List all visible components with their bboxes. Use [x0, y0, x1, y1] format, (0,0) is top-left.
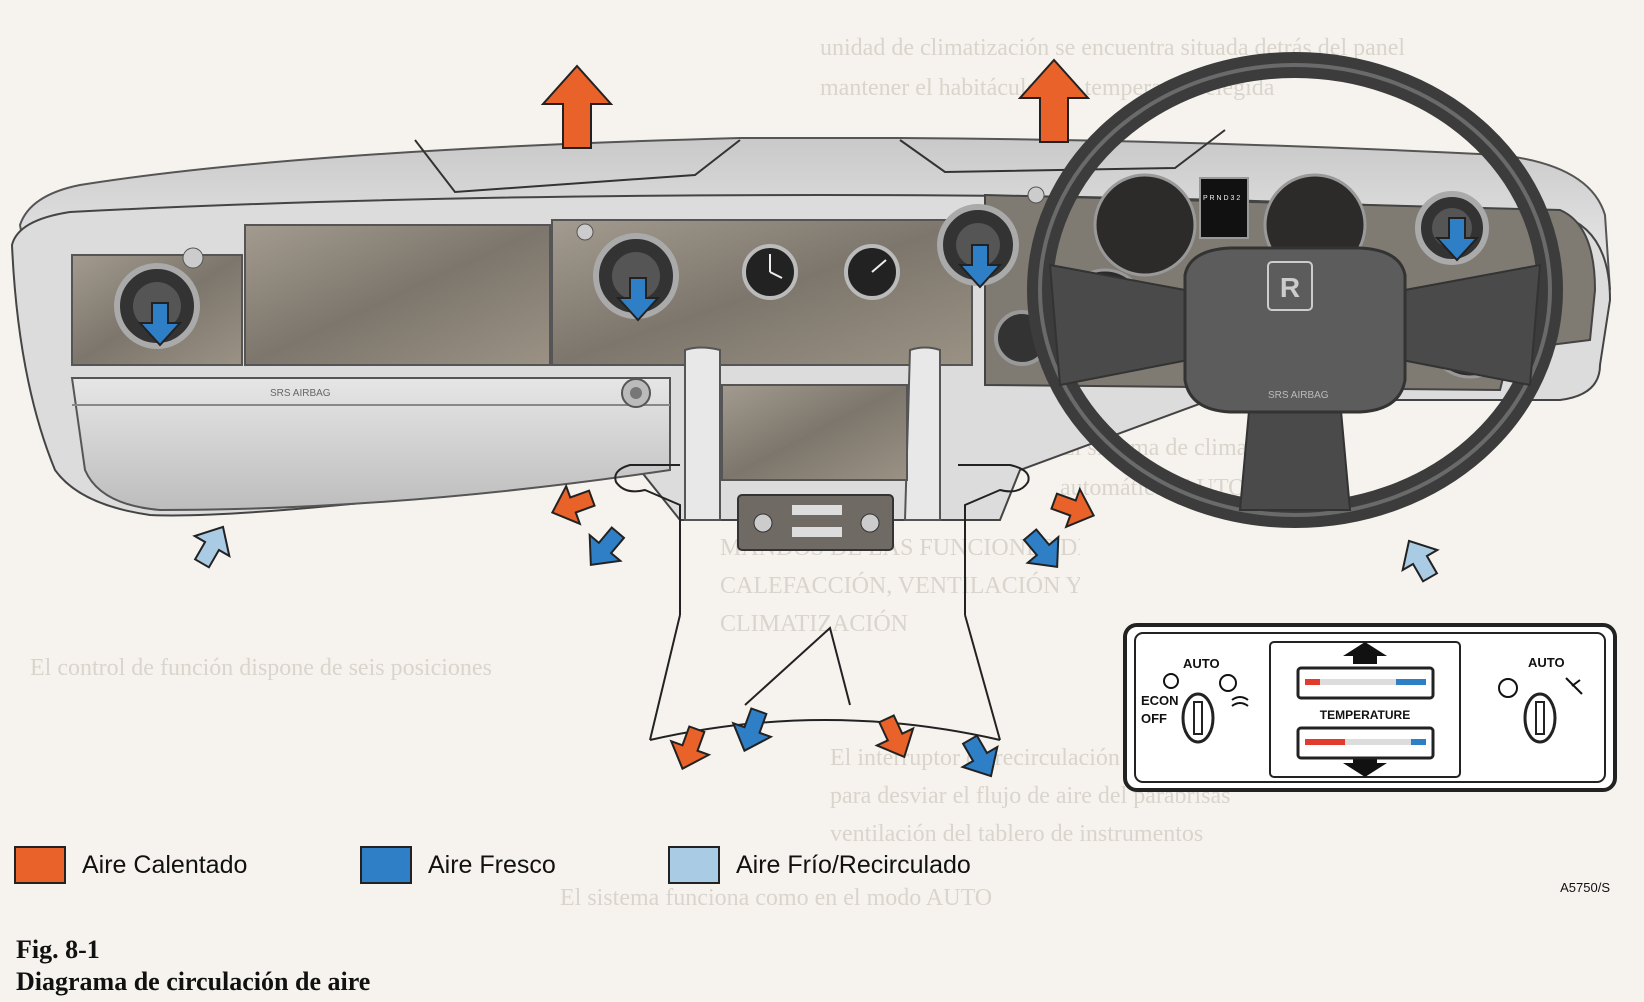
temp-down-arrow — [1343, 755, 1387, 777]
airbag-label-right: SRS AIRBAG — [1268, 390, 1329, 401]
legend-label-heated: Aire Calentado — [82, 850, 248, 879]
defrost-vent-left — [414, 139, 741, 194]
cold-arrow-intake-right — [1401, 539, 1440, 583]
heated-arrow-defrost-left — [540, 64, 614, 149]
clock-gauge — [742, 244, 798, 300]
heated-arrow-floor-left — [669, 725, 712, 771]
cold-arrow-intake-left — [192, 525, 231, 569]
background-text: El control de función dispone de seis po… — [30, 655, 492, 681]
glovebox-lock-inner — [630, 387, 642, 399]
fresh-air-arrows — [137, 217, 1480, 778]
floor-air-outline — [649, 614, 1001, 741]
cold-air-arrows — [192, 525, 1440, 583]
figure-title: Diagrama de circulación de aire — [16, 967, 371, 996]
fan-icon-high — [1219, 674, 1237, 692]
dash-button-right — [1027, 186, 1045, 204]
console-temp-display-2 — [792, 527, 842, 537]
background-text: CALEFACCIÓN, VENTILACIÓN Y — [720, 573, 1080, 599]
fresh-arrow-floor-right — [960, 734, 999, 778]
background-text: El sistema funciona como en el modo AUTO — [560, 885, 993, 911]
climate-control-panel — [1123, 623, 1617, 792]
heated-arrow-floor-right — [874, 714, 915, 759]
defrost-vent-right — [899, 129, 1226, 174]
legend-cold: Aire Frío/Recirculado — [668, 846, 971, 884]
svg-text:R: R — [1280, 272, 1300, 303]
heated-arrow-defrost-right — [1017, 58, 1091, 143]
steering-wheel — [1027, 52, 1563, 528]
heated-arrow-footwell-right — [1050, 486, 1096, 529]
legend-swatch-fresh — [360, 846, 412, 884]
heated-arrow-footwell-left — [550, 483, 596, 526]
defrost-icon — [1231, 696, 1249, 707]
panel-auto-right: AUTO — [1528, 655, 1565, 670]
console-wood-insert — [721, 384, 908, 481]
recirculate-icon — [1498, 678, 1518, 698]
temp-up-arrow — [1343, 642, 1387, 664]
panel-off: OFF — [1141, 711, 1167, 726]
fresh-arrow-floor-left — [731, 707, 774, 753]
panel-auto-left: AUTO — [1183, 656, 1220, 671]
fan-icon-low — [1163, 673, 1179, 689]
rr-logo: R — [1267, 261, 1313, 311]
legend-swatch-cold — [668, 846, 720, 884]
dash-button-center — [576, 223, 594, 241]
figure-caption: Fig. 8-1 Diagrama de circulación de aire — [16, 934, 370, 998]
figure-number: Fig. 8-1 — [16, 935, 100, 964]
legend: Aire Calentado Aire Fresco Aire Frío/Rec… — [14, 846, 1644, 890]
panel-econ: ECON — [1141, 693, 1179, 708]
legend-label-cold: Aire Frío/Recirculado — [736, 850, 971, 879]
console-knob-left — [753, 513, 773, 533]
background-text: ventilación del tablero de instrumentos — [830, 821, 1204, 847]
legend-fresh: Aire Fresco — [360, 846, 556, 884]
gear-indicator: P R N D 3 2 — [1203, 195, 1240, 202]
lower-dash-panel — [70, 377, 671, 512]
legend-swatch-heated — [14, 846, 66, 884]
airbag-hub — [1183, 246, 1407, 414]
fresh-arrow-vent-left — [137, 302, 183, 347]
airbag-label-left: SRS AIRBAG — [270, 388, 331, 399]
fresh-air-icon — [1565, 677, 1583, 695]
air-circulation-diagram: SRS AIRBAG P R — [10, 52, 1617, 792]
legend-heated: Aire Calentado — [14, 846, 247, 884]
dash-button-left — [182, 247, 204, 269]
heated-air-arrows — [540, 58, 1096, 771]
secondary-gauge — [844, 244, 900, 300]
fresh-arrow-footwell-right — [1022, 528, 1060, 568]
panel-temperature-label: TEMPERATURE — [1320, 708, 1410, 722]
footwell-duct-left — [614, 464, 681, 615]
fresh-arrow-vent-right-center — [957, 244, 1003, 289]
background-text: CLIMATIZACIÓN — [720, 611, 908, 637]
fresh-arrow-footwell-left — [588, 526, 626, 566]
figure-reference: A5750/S — [1560, 880, 1610, 895]
footwell-duct-right — [958, 464, 1030, 615]
console-knob-right — [860, 513, 880, 533]
center-console — [684, 346, 941, 521]
fresh-arrow-vent-right — [1434, 217, 1480, 262]
fresh-arrow-vent-center — [615, 277, 661, 322]
legend-label-fresh: Aire Fresco — [428, 850, 556, 879]
console-temp-display-1 — [792, 505, 842, 515]
console-climate-unit — [737, 494, 894, 551]
wood-panel-glovebox — [244, 224, 551, 366]
